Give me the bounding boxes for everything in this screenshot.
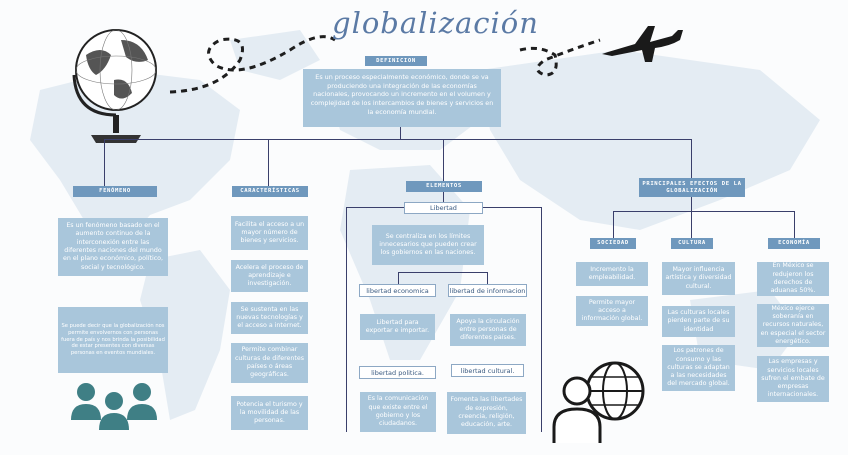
connector bbox=[104, 139, 692, 140]
libertad-informacion-box: Apoya la circulación entre personas de d… bbox=[450, 314, 526, 346]
libertad-cultural-label: libertad cultural. bbox=[451, 364, 524, 377]
efectos-header: PRINCIPALES EFECTOS DE LA GLOBALIZACIÓN bbox=[639, 178, 745, 197]
sociedad-box-2: Permite mayor acceso a información globa… bbox=[576, 296, 648, 326]
libertad-economica-label: libertad economica bbox=[359, 284, 436, 297]
globe-icon bbox=[72, 29, 157, 143]
libertad-informacion-label: libertad de informacion bbox=[448, 284, 527, 297]
flight-path bbox=[169, 35, 601, 94]
caracteristicas-header: CARACTERÍSTICAS bbox=[232, 186, 308, 197]
connector bbox=[398, 272, 399, 284]
definicion-header: DEFINICION bbox=[365, 56, 427, 66]
fenomeno-box-2: Se puede decir que la globalización nos … bbox=[58, 307, 168, 373]
connector bbox=[400, 127, 401, 139]
connector bbox=[104, 139, 105, 186]
caracteristicas-box-4: Permite combinar culturas de diferentes … bbox=[231, 343, 308, 383]
connector bbox=[691, 211, 692, 238]
connector bbox=[541, 207, 542, 432]
libertad-politica-box: Es la comunicación que existe entre el g… bbox=[360, 392, 436, 432]
cultura-box-1: Mayor influencia artística y diversidad … bbox=[662, 262, 735, 295]
libertad-politica-label: libertad politica. bbox=[359, 366, 436, 379]
caracteristicas-box-3: Se sustenta en las nuevas tecnologías y … bbox=[231, 302, 308, 334]
person-globe-icon bbox=[552, 361, 645, 443]
connector bbox=[443, 139, 444, 181]
sociedad-box-1: Incremento la empleabilidad. bbox=[576, 262, 648, 286]
connector bbox=[346, 207, 347, 432]
libertad-cultural-box: Fomenta las libertades de expresión, cre… bbox=[447, 392, 526, 434]
people-icon bbox=[71, 383, 157, 430]
economia-box-1: En México se redujeron los derechos de a… bbox=[757, 262, 829, 296]
page-title: globalización bbox=[332, 6, 539, 40]
connector bbox=[443, 192, 444, 202]
cultura-header: CULTURA bbox=[671, 238, 713, 249]
elementos-intro-box: Se centraliza en los límites innecesario… bbox=[372, 225, 484, 265]
elementos-header: ELEMENTOS bbox=[406, 181, 482, 192]
sociedad-header: SOCIEDAD bbox=[590, 238, 636, 249]
cultura-box-3: Los patrones de consumo y las culturas s… bbox=[662, 345, 735, 391]
connector bbox=[398, 272, 488, 273]
libertad-economica-box: Libertad para exportar e importar. bbox=[360, 314, 435, 340]
cultura-box-2: Las culturas locales pierden parte de su… bbox=[662, 306, 735, 337]
caracteristicas-box-2: Acelera el proceso de aprendizaje e inve… bbox=[231, 260, 308, 292]
connector bbox=[794, 211, 795, 238]
connector bbox=[613, 211, 614, 238]
connector bbox=[613, 211, 795, 212]
economia-header: ECONOMÍA bbox=[768, 238, 820, 249]
caracteristicas-box-5: Potencia el turismo y la movilidad de la… bbox=[231, 396, 308, 430]
airplane-icon bbox=[602, 26, 683, 62]
libertad-label: Libertad bbox=[404, 202, 483, 214]
fenomeno-box-1: Es un fenómeno basado en el aumento cont… bbox=[58, 218, 168, 276]
connector bbox=[691, 197, 692, 211]
definicion-box: Es un proceso especialmente económico, d… bbox=[303, 69, 501, 127]
connector bbox=[691, 139, 692, 179]
connector bbox=[268, 139, 269, 186]
caracteristicas-box-1: Facilita el acceso a un mayor número de … bbox=[231, 216, 308, 250]
economia-box-3: Las empresas y servicios locales sufren … bbox=[757, 356, 829, 402]
economia-box-2: México ejerce soberanía en recursos natu… bbox=[757, 304, 829, 347]
fenomeno-header: FENÓMENO bbox=[73, 186, 157, 197]
connector bbox=[487, 272, 488, 284]
